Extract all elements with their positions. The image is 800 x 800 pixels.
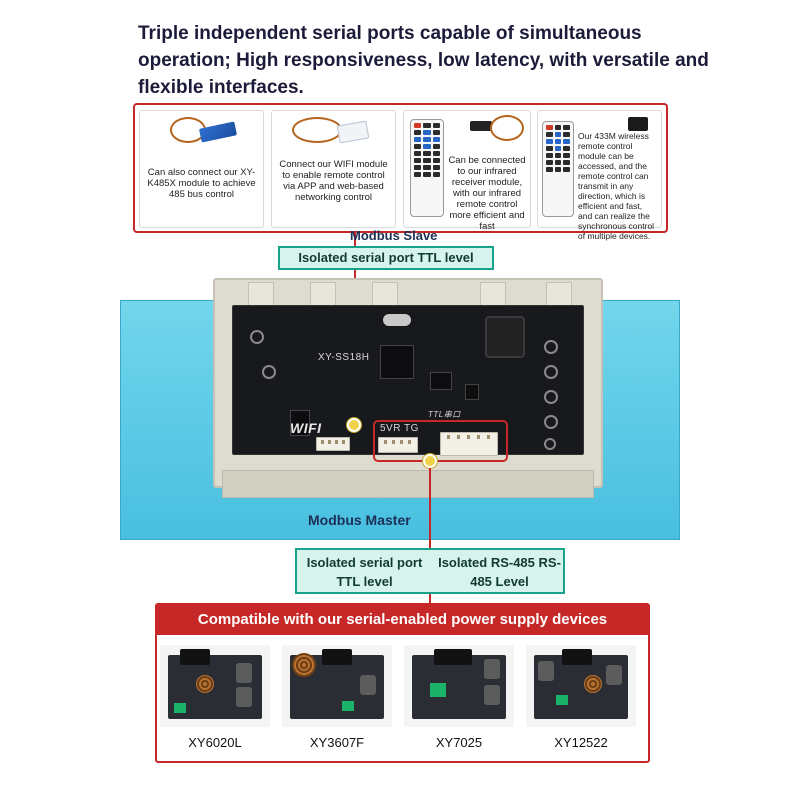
slave-marker-dot	[347, 418, 361, 432]
rf-module-icon	[628, 117, 648, 131]
wifi-module-icon	[336, 120, 370, 144]
card-caption: Connect our WIFI module to enable remote…	[279, 159, 388, 203]
product-name: XY6020L	[188, 735, 242, 750]
product-image	[160, 645, 270, 727]
mcu-chip	[380, 345, 414, 379]
crystal	[383, 314, 411, 326]
accessory-card-infrared: Can be connected to our infrared receive…	[403, 110, 531, 232]
cable-icon	[292, 117, 342, 143]
product-image	[282, 645, 392, 727]
product-name: XY12522	[554, 735, 608, 750]
card-caption: Can also connect our XY-K485X module to …	[147, 167, 256, 200]
ir-remote-icon	[410, 119, 444, 217]
accessory-card-wifi: Connect our WIFI module to enable remote…	[271, 110, 396, 228]
pcb-ttl-label: TTL串口	[428, 410, 461, 419]
product-name: XY7025	[435, 735, 483, 750]
master-rs485-label: Isolated RS-485 RS-485 Level	[438, 555, 561, 589]
accessory-card-rs485: Can also connect our XY-K485X module to …	[139, 110, 264, 228]
compatible-banner: Compatible with our serial-enabled power…	[155, 605, 650, 635]
compatible-frame	[155, 603, 650, 763]
rf-remote-icon	[542, 121, 574, 217]
product-name: XY3607F	[309, 735, 365, 750]
buzzer	[485, 316, 525, 358]
slave-port-label: Isolated serial port TTL level	[278, 246, 494, 270]
pcb-wifi-label: WIFI	[290, 420, 322, 436]
ir-receiver-icon	[470, 121, 492, 131]
master-port-label: Isolated serial port TTL level Isolated …	[295, 548, 565, 594]
accessory-frame: Can also connect our XY-K485X module to …	[133, 103, 668, 241]
wifi-connector	[316, 437, 350, 451]
modbus-master-title: Modbus Master	[308, 512, 411, 528]
headline: Triple independent serial ports capable …	[138, 23, 709, 98]
pcb-connector-label: 5VR TG	[380, 423, 419, 434]
enclosure-base	[222, 470, 594, 498]
rs485-connector	[440, 432, 498, 456]
master-ttl-label: Isolated serial port TTL level	[306, 555, 423, 589]
master-marker-dot	[423, 454, 437, 468]
accessory-card-433m: Our 433M wireless remote control module …	[537, 110, 662, 241]
ttl-connector	[378, 437, 418, 453]
product-image	[404, 645, 514, 727]
product-image	[526, 645, 636, 727]
card-caption: Can be connected to our infrared receive…	[448, 155, 526, 232]
cable-icon	[490, 115, 524, 141]
master-port-highlight	[373, 420, 508, 462]
modbus-slave-title: Modbus Slave	[350, 228, 438, 243]
master-connector-line	[429, 468, 431, 548]
pcb-model-label: XY-SS18H	[318, 352, 370, 363]
card-caption: Our 433M wireless remote control module …	[578, 131, 655, 241]
